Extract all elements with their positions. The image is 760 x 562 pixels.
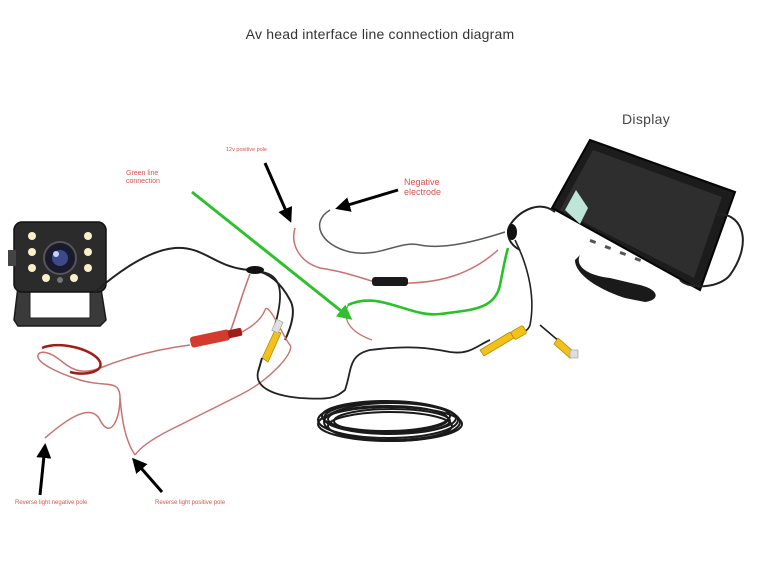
monitor-yellow-lead [511, 239, 533, 337]
red-reverse-wire [119, 397, 136, 456]
extension-cable [256, 339, 491, 400]
display-label: Display [622, 111, 671, 127]
dc-plug-icon [189, 328, 243, 348]
cable-coil-icon [317, 400, 463, 442]
arrow-12v-positive [263, 162, 293, 223]
green-line-label: Green line connection [126, 170, 160, 186]
arrow-green-line [191, 190, 353, 320]
diagram-title: Av head interface line connection diagra… [245, 26, 515, 42]
positive-wire [293, 227, 499, 285]
inline-fuse [372, 277, 408, 286]
camera-cable-branch [261, 271, 281, 326]
negative-electrode-label: Negative electrode [404, 177, 442, 198]
monitor-rca-yellow [479, 325, 527, 357]
positive-12v-label: 12v positive pole [226, 147, 267, 153]
monitor-icon [550, 138, 744, 302]
arrow-negative-electrode [335, 188, 399, 212]
arrow-reverse-positive [132, 457, 164, 493]
green-wire [347, 247, 510, 316]
reverse-negative-label: Reverse light negative pole [15, 500, 88, 506]
camera-cable [94, 246, 294, 341]
red-wire-to-camera-branch [134, 307, 292, 456]
negative-wire [318, 209, 506, 254]
cable-splitter [246, 266, 264, 274]
red-main-wire [37, 344, 191, 439]
red-coil [41, 343, 102, 375]
green-wire-tail [345, 304, 373, 341]
rca-plug-icon [257, 318, 284, 373]
monitor-rca-white [539, 324, 579, 359]
monitor-splitter [507, 224, 517, 240]
red-power-wire [229, 273, 251, 333]
arrow-reverse-negative [36, 443, 52, 496]
camera-icon [8, 221, 107, 327]
reverse-positive-label: Reverse light positive pole [155, 500, 226, 506]
